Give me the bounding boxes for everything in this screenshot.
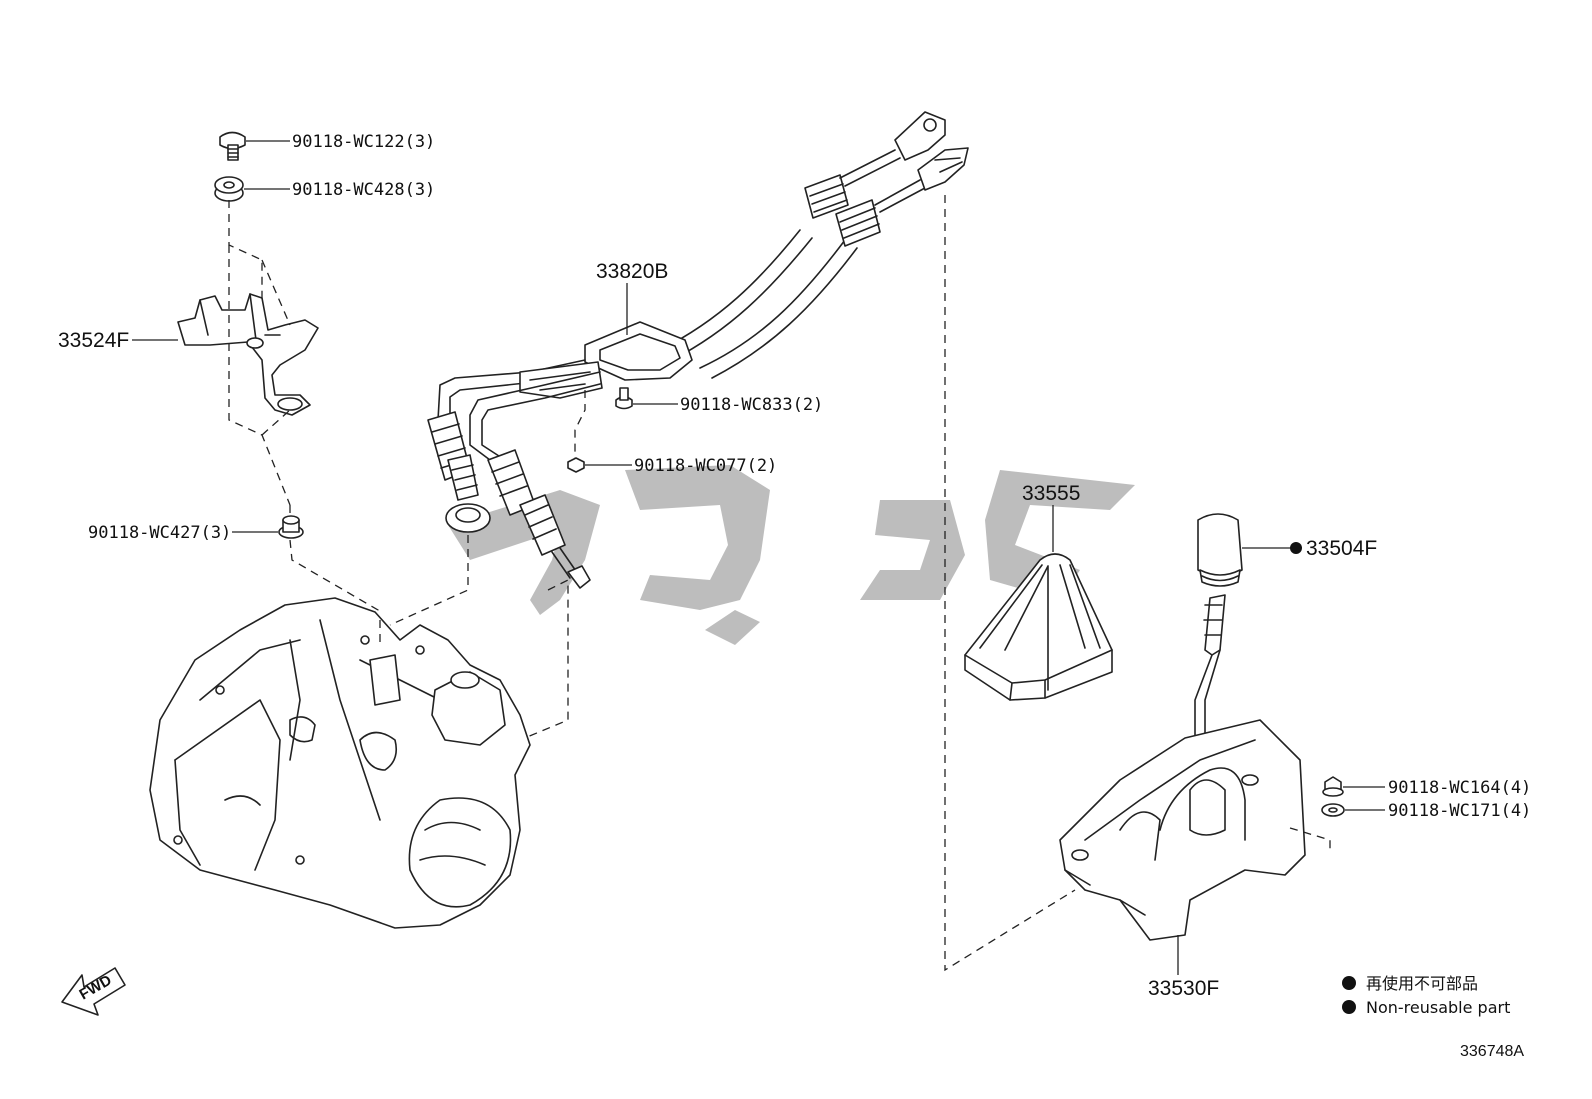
- legend-english: Non-reusable part: [1366, 998, 1510, 1017]
- nut-cable-icon: [567, 457, 585, 473]
- label-bolt-cable[interactable]: 90118-WC833(2): [680, 395, 823, 415]
- shift-boot-icon: [964, 553, 1113, 701]
- diagram-code: 336748A: [1460, 1043, 1524, 1060]
- assembly-line-cable: [574, 390, 586, 458]
- label-bolt-top[interactable]: 90118-WC122(3): [292, 132, 435, 152]
- legend: 再使用不可部品 Non-reusable part: [1342, 974, 1510, 1017]
- assembly-lines-cable: [389, 195, 1076, 972]
- assembly-line-base: [1289, 827, 1331, 850]
- washer-base-icon: [1321, 803, 1345, 817]
- legend-marker-icon: [1342, 976, 1356, 990]
- watermark: [448, 465, 1135, 645]
- legend-marker-icon: [1342, 1000, 1356, 1014]
- non-reusable-marker-icon: [1290, 542, 1302, 554]
- label-knob[interactable]: 33504F: [1306, 537, 1377, 560]
- cable-assembly-icon: [427, 111, 969, 589]
- nut-base-icon: [1322, 776, 1344, 797]
- label-grommet-top[interactable]: 90118-WC428(3): [292, 180, 435, 200]
- fwd-arrow-icon: FWD: [61, 967, 126, 1016]
- bolt-top-icon: [219, 131, 246, 161]
- bracket-icon: [177, 293, 319, 416]
- collar-icon: [278, 515, 304, 539]
- label-boot[interactable]: 33555: [1022, 482, 1080, 505]
- label-bracket[interactable]: 33524F: [58, 329, 129, 352]
- transmission-icon: [149, 597, 531, 929]
- bolt-cable-icon: [615, 387, 633, 410]
- label-nut-base[interactable]: 90118-WC164(4): [1388, 778, 1531, 798]
- grommet-top-icon: [214, 176, 244, 202]
- label-shifter[interactable]: 33530F: [1148, 977, 1219, 1000]
- label-cable[interactable]: 33820B: [596, 260, 668, 283]
- shift-knob-icon: [1197, 513, 1243, 587]
- shifter-assembly-icon: [1059, 594, 1306, 941]
- assembly-lines-left: [228, 200, 379, 630]
- legend-japanese: 再使用不可部品: [1366, 974, 1478, 993]
- label-collar[interactable]: 90118-WC427(3): [88, 523, 231, 543]
- label-washer-base[interactable]: 90118-WC171(4): [1388, 801, 1531, 821]
- label-nut-cable[interactable]: 90118-WC077(2): [634, 456, 777, 476]
